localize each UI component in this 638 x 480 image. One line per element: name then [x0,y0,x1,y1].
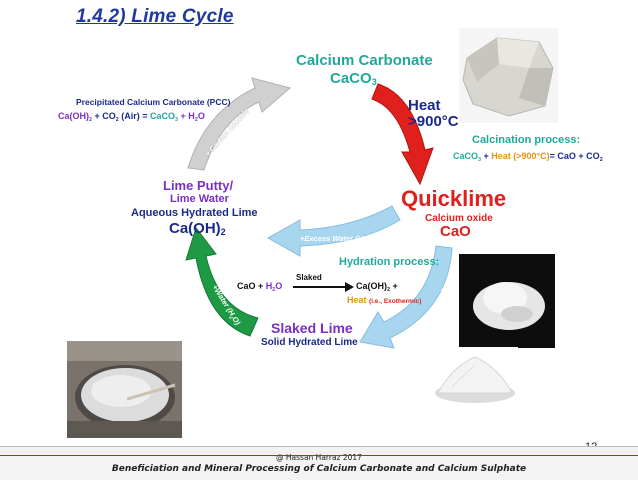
calcination-equation: CaCO3 + Heat (>900°C)= CaO + CO2 [453,151,603,163]
calcination-label: Calcination process: [472,134,581,146]
pcc-label: Precipitated Calcium Carbonate (PCC) [76,97,231,107]
carbonate-title: Calcium Carbonate [296,52,433,69]
carbonate-formula: CaCO3 [330,70,377,87]
footer-course: Beneficiation and Mineral Processing of … [111,464,527,474]
footer-copyright: @ Hassan Harraz 2017 [276,453,362,462]
page-title: 1.4.2) Lime Cycle [76,6,234,27]
slaked-lime-pile-photo [432,347,518,405]
heat-label: Heat >900°C [408,97,459,130]
excess-water-label: +Excess Water (H2O) [300,234,374,244]
footer: @ Hassan Harraz 2017 Beneficiation and M… [0,446,638,480]
putty-title: Lime Putty/ [163,178,234,193]
hydration-left: CaO + H2O [237,281,283,293]
quicklime-title: Quicklime [401,186,507,211]
hydration-heat: Heat (i.e., Exothermic) [347,295,422,305]
quicklime-powder-photo [459,254,555,348]
quicklime-sub1: Calcium oxide [425,213,493,224]
hydration-product: Ca(OH)2 + [356,281,398,293]
slaked-title: Slaked Lime [271,320,353,336]
excess-water-arrow [266,205,401,257]
putty-line2: Lime Water [170,193,229,205]
water-green-arrow [185,226,259,337]
pcc-equation: Ca(OH)2 + CO2 (Air) = CaCO3 + H2O [58,111,205,123]
carbon-dioxide-arrow [187,77,292,171]
slaked-reaction-head [345,282,354,292]
putty-line3: Aqueous Hydrated Lime [131,207,258,219]
heat-arrow [371,83,434,186]
limestone-photo [459,28,558,123]
lime-putty-photo [67,341,182,438]
hydration-label: Hydration process: [339,256,440,268]
putty-formula: Ca(OH)2 [169,220,226,237]
slaked-sub: Solid Hydrated Lime [261,337,358,348]
quicklime-sub2: CaO [440,223,471,240]
water-blue-arrow [359,245,453,349]
hydration-slaked: Slaked [296,273,322,282]
footer-divider [0,455,638,456]
